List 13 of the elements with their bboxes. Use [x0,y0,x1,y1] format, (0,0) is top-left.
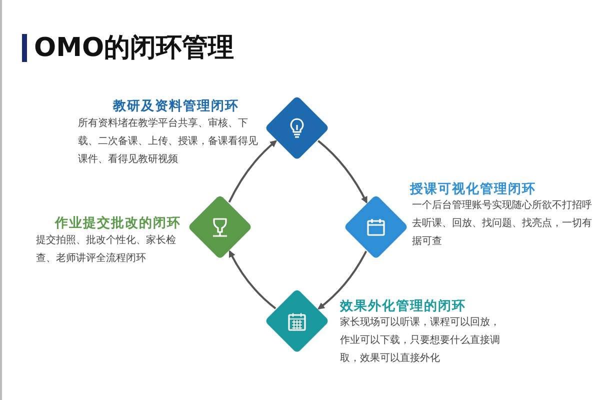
description: 家长现场可以听课，课程可以回放，作业可以下载，只要想要什么直接调取，效果可以直接外化 [340,316,501,366]
heading: 作业提交批改的闭环 [55,214,181,232]
curved-arrow [228,250,276,310]
title: OMO的闭环管理 [34,32,234,65]
curved-arrow [318,250,368,310]
heading: 授课可视化管理闭环 [410,181,536,198]
heading: 教研及资料管理闭环 [112,98,240,115]
curved-arrow [228,140,278,203]
curved-arrow [318,140,368,204]
description: 一个后台管理账号实现随心所欲不打招呼去听课、回放、找问题、找亮点，一切有据可查 [412,198,592,249]
description: 所有资料堵在教学平台共享、审核、下载、二次备课、上传、授课，备课看得见课件、看得见教研视频 [78,116,259,167]
heading: 效果外化管理的闭环 [340,298,466,315]
description: 提交拍照、批改个性化、家长检查、老师讲评全流程闭环 [36,234,177,266]
